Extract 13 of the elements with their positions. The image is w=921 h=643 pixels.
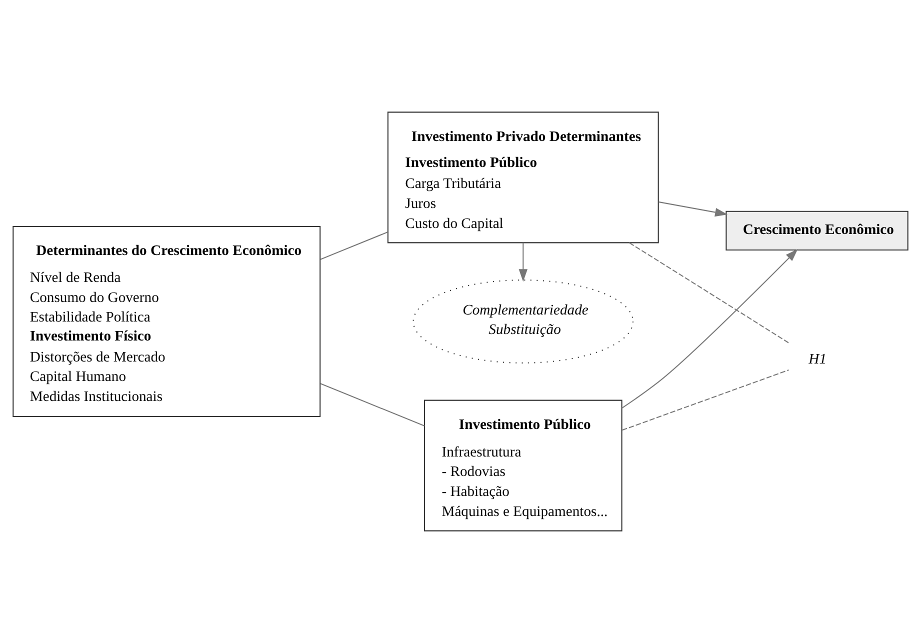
arrow bbox=[622, 249, 798, 409]
node-box: Crescimento Econômico bbox=[726, 210, 908, 250]
node-text: H1 bbox=[808, 351, 827, 368]
node-ellipse: Complementariedade Substituição bbox=[412, 280, 634, 364]
connector bbox=[320, 383, 425, 426]
node-box: Investimento Privado Determinantes Investimento Público Carga Tributária Juros Custo do Capital bbox=[387, 112, 659, 244]
connector bbox=[629, 242, 789, 344]
connector bbox=[320, 232, 388, 260]
node-box: Determinantes do Crescimento Econômico Nível de Renda Consumo do Governo Estabilidade Política Investimento Físico Distorções de Mercado Capital Humano Medidas Institucionais bbox=[12, 226, 321, 418]
node-box: Investimento Público Infraestrutura - Rodovias - Habitação Máquinas e Equipamentos... bbox=[424, 400, 622, 532]
arrow bbox=[658, 201, 728, 217]
arrow bbox=[518, 242, 528, 282]
connector bbox=[622, 369, 789, 431]
